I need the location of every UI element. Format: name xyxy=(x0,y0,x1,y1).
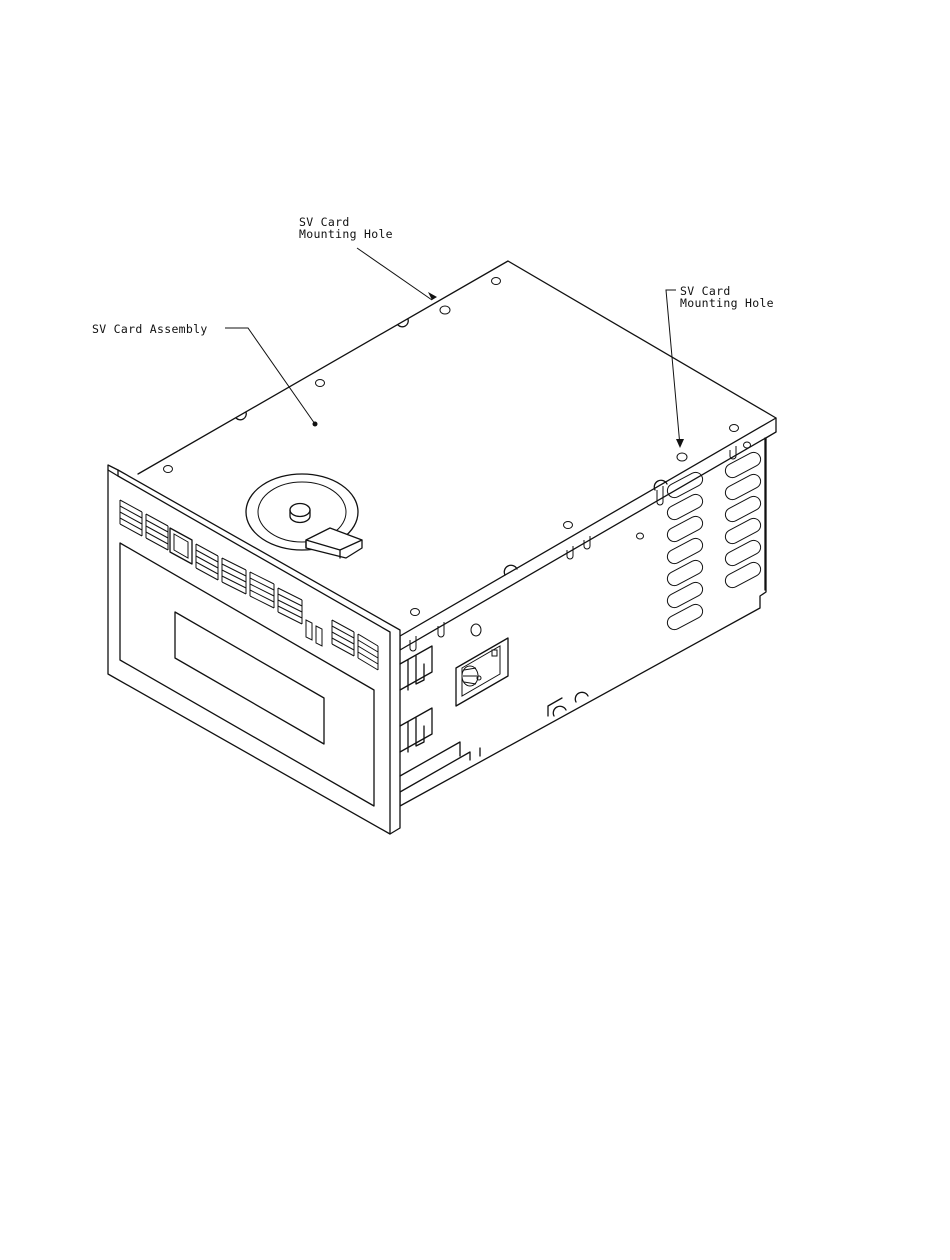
speaker-hub xyxy=(290,504,310,517)
mounting-hole xyxy=(316,380,325,387)
mounting-hole xyxy=(411,609,420,616)
side-screw xyxy=(471,624,481,636)
mounting-hole xyxy=(744,442,751,448)
callout-assembly-text: SV Card Assembly xyxy=(92,322,208,336)
speaker-assembly xyxy=(246,474,362,558)
side-standoffs xyxy=(410,446,736,651)
callout-side-mounting-hole: SV Card Mounting Hole xyxy=(680,284,774,310)
leader-dot xyxy=(313,422,318,427)
assembly-leader xyxy=(225,328,315,424)
mounting-hole xyxy=(730,425,739,432)
side-connector-block xyxy=(456,624,508,706)
callout-top-hole-line2: Mounting Hole xyxy=(299,227,393,241)
callout-side-hole-line2: Mounting Hole xyxy=(680,296,774,310)
speaker-connector-tab xyxy=(306,528,362,558)
leader-arrowhead xyxy=(428,292,437,300)
callout-leaders xyxy=(225,248,684,448)
vent-slot-column-left xyxy=(665,470,705,632)
side-mounting-hole xyxy=(677,453,687,461)
chassis-side-panel xyxy=(400,418,776,806)
leader-arrowhead xyxy=(676,439,684,448)
mounting-hole xyxy=(564,522,573,529)
mounting-hole xyxy=(637,533,644,539)
connector-latch xyxy=(492,650,497,656)
mounting-hole xyxy=(492,278,501,285)
mounting-hole xyxy=(164,466,173,473)
top-hole-leader xyxy=(357,248,432,300)
callout-sv-card-assembly: SV Card Assembly xyxy=(92,322,208,336)
side-hole-leader xyxy=(666,290,680,446)
top-mounting-hole xyxy=(440,306,450,314)
vent-slot-column-right xyxy=(723,450,763,590)
callout-top-mounting-hole: SV Card Mounting Hole xyxy=(299,215,393,241)
side-brackets xyxy=(400,646,460,776)
side-vent-slots xyxy=(665,450,763,632)
